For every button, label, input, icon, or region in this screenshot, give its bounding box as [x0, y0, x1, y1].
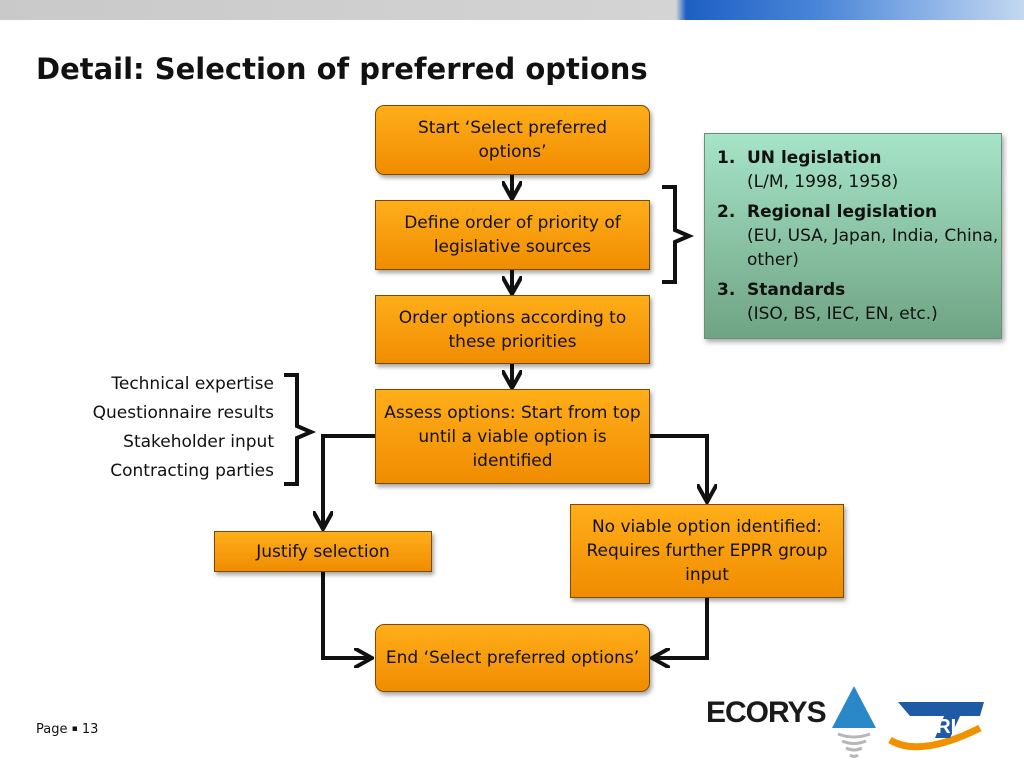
brace-inputs [284, 373, 317, 486]
legislative-sources-panel: 1. UN legislation (L/M, 1998, 1958) 2. R… [704, 133, 1002, 339]
page-footer: Page ▪ 13 [36, 722, 99, 737]
assessment-inputs-list: Technical expertise Questionnaire result… [93, 370, 274, 486]
arrow-justify-to-end [321, 572, 370, 658]
ecorys-logo-text: ECORYS [706, 696, 827, 729]
no-viable-option-node: No viable option identified: Requires fu… [570, 504, 844, 598]
page-title: Detail: Selection of preferred options [36, 52, 648, 86]
justify-selection-node: Justify selection [214, 531, 432, 572]
arrow-assess-to-noviable [650, 434, 707, 500]
source-item: 3. Standards (ISO, BS, IEC, EN, etc.) [717, 280, 938, 324]
input-item: Technical expertise [111, 374, 274, 394]
assess-options-node: Assess options: Start from top until a v… [375, 389, 650, 484]
arrow-assess-to-justify [323, 434, 375, 527]
input-item: Stakeholder input [123, 432, 274, 452]
top-banner [0, 0, 1024, 20]
define-priority-node: Define order of priority of legislative … [375, 200, 650, 270]
page-number: 13 [81, 722, 99, 737]
source-item: 2. Regional legislation (EU, USA, Japan,… [717, 202, 999, 270]
brace-sources [662, 185, 695, 284]
input-item: Questionnaire results [92, 403, 274, 423]
start-node: Start ‘Select preferred options’ [375, 105, 650, 175]
order-options-node: Order options according to these priorit… [375, 295, 650, 364]
input-item: Contracting parties [110, 461, 274, 481]
end-node: End ‘Select preferred options’ [375, 624, 650, 692]
ecorys-triangle-icon [832, 686, 876, 758]
source-item: 1. UN legislation (L/M, 1998, 1958) [717, 148, 899, 192]
trl-logo-text: TRL [924, 716, 963, 738]
trl-logo-icon: TRL [888, 702, 984, 751]
arrow-noviable-to-end [654, 598, 709, 658]
